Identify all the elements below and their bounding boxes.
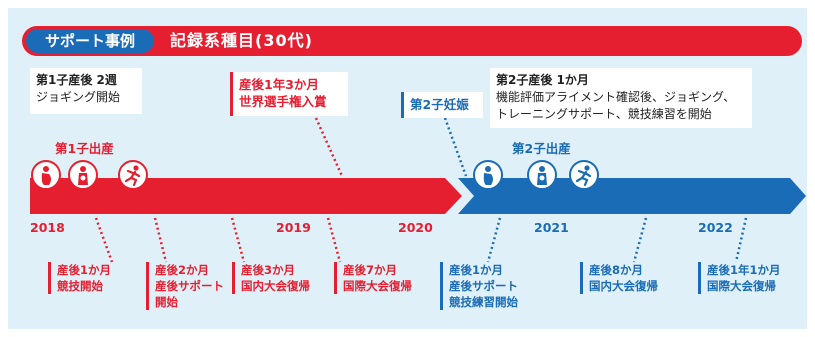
callout-line: 産後1年1か月 [707,263,781,277]
callout-line: 産後1か月 [57,263,112,277]
callout-c7: 産後1年1か月 国際大会復帰 [698,262,781,294]
note-text: 第2子妊娠 [410,97,469,112]
mother-baby-icon [68,160,98,190]
note-second-postpartum: 第2子産後 1か月 機能評価アライメント確認後、ジョギング、 トレーニングサポー… [490,68,752,128]
note-title: 産後1年3か月 [239,77,319,92]
timeline-blue-arrow [458,178,806,214]
year-label: 2018 [30,220,65,235]
callout-c4: 産後7か月 国際大会復帰 [334,262,412,294]
callout-line: 国内大会復帰 [241,279,310,293]
note-world-championship: 産後1年3か月 世界選手権入賞 [230,72,348,116]
note-text: 世界選手権入賞 [239,94,327,109]
callout-line: 競技開始 [57,279,103,293]
callout-c1: 産後1か月 競技開始 [48,262,111,294]
callout-line: 産後1か月 [449,263,504,277]
year-label: 2019 [276,220,311,235]
callout-c2: 産後2か月 産後サポート 開始 [146,262,224,310]
running-icon [569,160,599,190]
note-line: 機能評価アライメント確認後、ジョギング、 [496,90,736,104]
callout-c6: 産後8か月 国内大会復帰 [580,262,658,294]
connector-second-preg [443,117,468,177]
pregnant-icon [31,160,61,190]
year-label: 2021 [534,220,569,235]
year-label: 2022 [698,220,733,235]
note-second-pregnancy: 第2子妊娠 [401,92,483,118]
callout-line: 産後2か月 [155,263,210,277]
callout-line: 国内大会復帰 [589,279,658,293]
connector-c7 [734,217,748,263]
callout-line: 競技練習開始 [449,295,518,309]
second-birth-label: 第2子出産 [512,141,571,156]
note-line: トレーニングサポート、競技練習を開始 [496,107,712,121]
callout-line: 国際大会復帰 [707,279,776,293]
case-tag: サポート事例 [26,29,154,53]
note-title: 第2子産後 1か月 [496,73,589,87]
connector-c6 [632,217,648,263]
connector-c1 [94,217,114,263]
connector-c4 [326,217,342,263]
note-jogging-first: 第1子産後 2週 ジョギング開始 [30,68,142,114]
callout-line: 産後7か月 [343,263,398,277]
callout-c3: 産後3か月 国内大会復帰 [232,262,310,294]
callout-line: 国際大会復帰 [343,279,412,293]
year-label: 2020 [398,220,433,235]
connector-c2 [153,217,168,263]
connector-c5 [486,217,502,263]
connector-world-champ [314,117,344,177]
callout-line: 産後サポート [155,279,224,293]
mother-baby-icon [527,160,557,190]
running-icon [118,160,148,190]
callout-c5: 産後1か月 産後サポート 競技練習開始 [440,262,518,310]
pregnant-icon [473,160,503,190]
callout-line: 開始 [155,295,178,309]
connector-c3 [230,217,246,263]
first-birth-label: 第1子出産 [55,141,114,156]
callout-line: 産後3か月 [241,263,296,277]
page-title: 記録系種目(30代) [170,31,313,50]
callout-line: 産後8か月 [589,263,644,277]
callout-line: 産後サポート [449,279,518,293]
note-text: ジョギング開始 [36,90,121,104]
note-title: 第1子産後 2週 [36,73,117,87]
